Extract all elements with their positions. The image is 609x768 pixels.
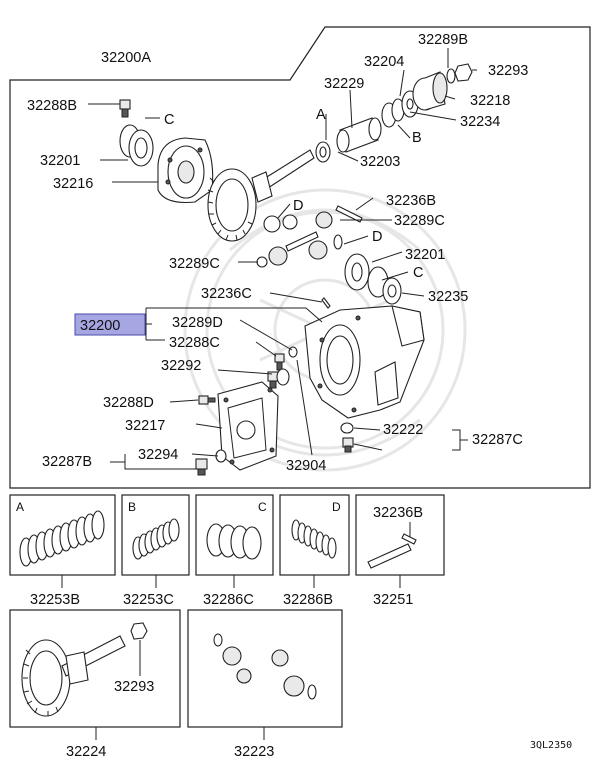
plug-32287C[interactable] — [342, 437, 354, 453]
svg-text:B: B — [128, 500, 136, 514]
label-32224: 32224 — [66, 744, 106, 760]
label-32200: 32200 — [80, 318, 120, 334]
label-32288C: 32288C — [169, 335, 220, 351]
plug-32287B[interactable] — [195, 458, 208, 476]
svg-text:C: C — [258, 500, 267, 514]
label-32288D: 32288D — [103, 395, 154, 411]
highlight-32200 — [74, 313, 146, 336]
label-32287C: 32287C — [472, 432, 523, 448]
label-C-top: C — [164, 112, 174, 128]
side-bearing-right[interactable] — [344, 253, 402, 305]
sub-panel-B[interactable]: B 32253C — [121, 494, 190, 608]
label-D-mid: D — [372, 229, 382, 245]
label-C-mid: C — [413, 265, 423, 281]
pinion-gear-upper[interactable] — [263, 211, 333, 233]
label-32287B: 32287B — [42, 454, 92, 470]
differential-carrier-32200[interactable] — [304, 305, 425, 419]
label-32203: 32203 — [360, 154, 400, 170]
bolt-32288C[interactable] — [274, 353, 285, 371]
label-32223: 32223 — [234, 744, 274, 760]
label-32292: 32292 — [161, 358, 201, 374]
label-32216: 32216 — [53, 176, 93, 192]
label-32289C-left: 32289C — [169, 256, 220, 272]
label-B-top: B — [412, 130, 422, 146]
label-D-upper: D — [293, 198, 303, 214]
sub-panel-C[interactable]: C 32286C — [195, 494, 274, 608]
spacer-32203[interactable] — [315, 141, 331, 163]
label-32289C-right: 32289C — [394, 213, 445, 229]
diagram-code: 3QL2350 — [530, 740, 572, 751]
differential-case-32216[interactable] — [157, 137, 214, 204]
side-gear-set[interactable] — [256, 234, 343, 268]
rear-cover-32217[interactable] — [217, 381, 279, 471]
label-32222: 32222 — [383, 422, 423, 438]
label-32253B: 32253B — [30, 592, 80, 608]
bolt-32288D[interactable] — [198, 395, 216, 405]
breather-plug-32288B[interactable] — [119, 99, 131, 118]
side-bearing-left[interactable] — [119, 124, 154, 167]
washer-32289B[interactable] — [446, 68, 456, 84]
leader-lines — [88, 48, 477, 470]
drive-pinion[interactable] — [251, 149, 315, 203]
bottom-panel-gear-set[interactable]: 32223 — [187, 609, 343, 760]
label-32253C: 32253C — [123, 592, 174, 608]
label-32286C: 32286C — [203, 592, 254, 608]
cross-shaft[interactable] — [285, 231, 319, 252]
sub-panel-pin[interactable]: 32236B 32251 — [355, 494, 445, 608]
label-32236B-sub: 32236B — [373, 505, 423, 521]
label-32286B: 32286B — [283, 592, 333, 608]
label-32201-left: 32201 — [40, 153, 80, 169]
label-32288B: 32288B — [27, 98, 77, 114]
ring-gear[interactable] — [207, 168, 257, 242]
label-32289B: 32289B — [418, 32, 468, 48]
main-labels: 32200A 32289B 32204 32293 32229 32218 32… — [27, 32, 528, 474]
pinion-bearing-32229[interactable] — [336, 117, 382, 153]
plug-32292[interactable] — [267, 371, 279, 389]
label-A-top: A — [316, 107, 326, 123]
label-32293: 32293 — [488, 63, 528, 79]
label-32293-sub: 32293 — [114, 679, 154, 695]
label-32235: 32235 — [428, 289, 468, 305]
label-32218: 32218 — [470, 93, 510, 109]
svg-text:D: D — [332, 500, 341, 514]
companion-flange-32218[interactable] — [412, 71, 448, 111]
lock-pin-32236C[interactable] — [321, 297, 331, 309]
label-32200A: 32200A — [101, 50, 151, 66]
label-32294: 32294 — [138, 447, 178, 463]
label-32234: 32234 — [460, 114, 500, 130]
label-32204: 32204 — [364, 54, 404, 70]
label-32236C: 32236C — [201, 286, 252, 302]
label-32251: 32251 — [373, 592, 413, 608]
flange-nut-32293[interactable] — [454, 63, 473, 82]
sub-panel-D[interactable]: D 32286B — [279, 494, 350, 608]
bottom-panel-ring-gear-set[interactable]: 32293 32224 — [9, 609, 181, 760]
plug-32222[interactable] — [340, 422, 354, 434]
label-32229: 32229 — [324, 76, 364, 92]
label-32201-right: 32201 — [405, 247, 445, 263]
label-32236B: 32236B — [386, 193, 436, 209]
sub-panel-A[interactable]: A 32253B — [9, 494, 116, 608]
label-32289D: 32289D — [172, 315, 223, 331]
main-frame — [9, 26, 591, 489]
pinion-shaft-32236B[interactable] — [335, 205, 363, 223]
svg-text:A: A — [16, 500, 24, 514]
label-32904: 32904 — [286, 458, 326, 474]
label-32217: 32217 — [125, 418, 165, 434]
gasket-32904[interactable] — [276, 368, 290, 386]
